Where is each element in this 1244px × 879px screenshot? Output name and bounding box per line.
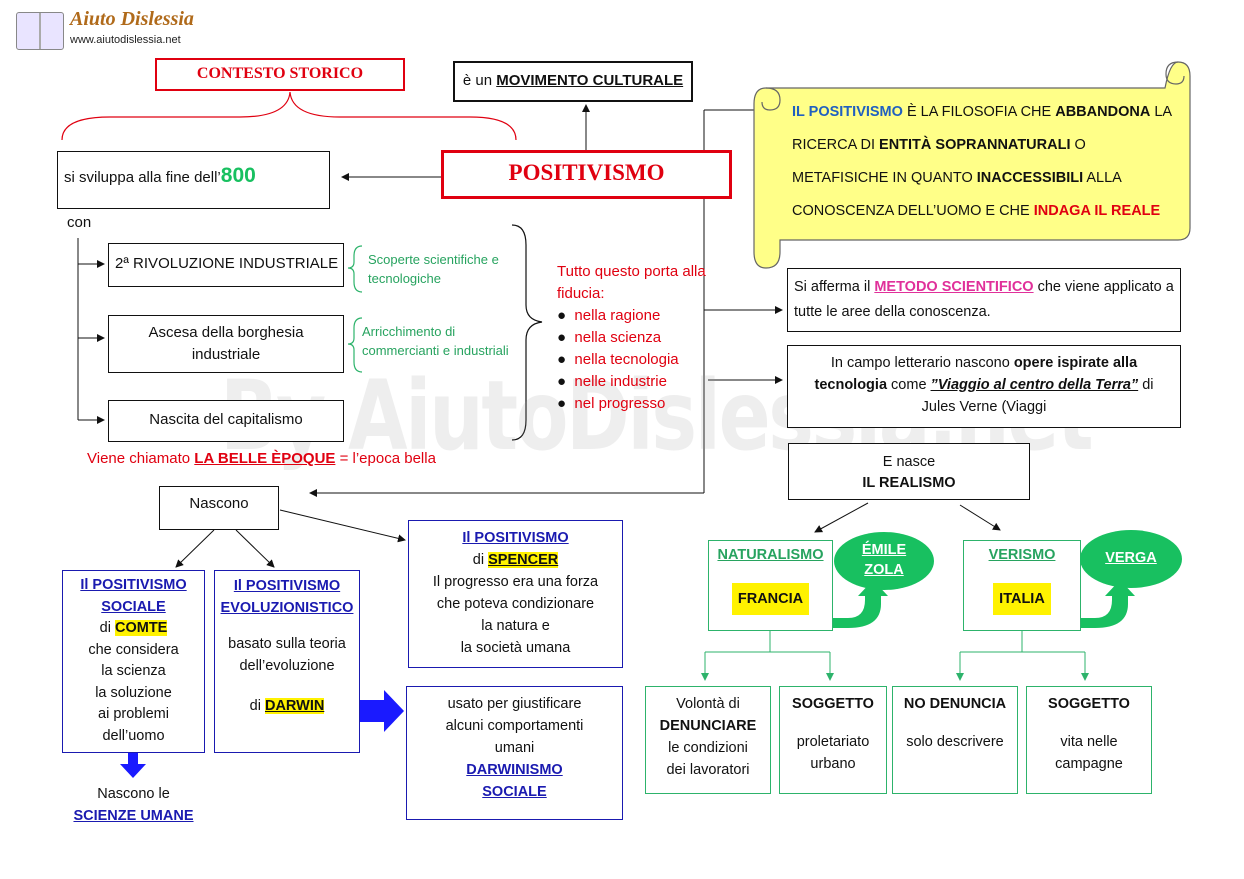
fiducia-intro: Tutto questo porta alla fiducia: (557, 263, 706, 302)
positivismo-title-box: POSITIVISMO (441, 150, 732, 199)
darwinismo-box: usato per giustificare alcuni comportame… (406, 686, 623, 820)
letteratura-box: In campo letterario nascono opere ispira… (787, 345, 1181, 428)
spencer-box: Il POSITIVISMO di SPENCER Il progresso e… (408, 520, 623, 668)
sviluppa-box: si sviluppa alla fine dell’800 (57, 151, 330, 209)
scienze-umane: Nascono le SCIENZE UMANE (73, 786, 194, 824)
contesto-storico-label: CONTESTO STORICO (196, 65, 364, 82)
fiducia-item: ● nella tecnologia (557, 351, 679, 368)
fiducia-item: ● nella ragione (557, 307, 661, 324)
verismo-box: VERISMO ITALIA (963, 540, 1081, 631)
sviluppa-800: 800 (220, 164, 256, 187)
fiducia-item: ● nelle industrie (557, 373, 667, 390)
logo-name: Aiuto Dislessia (70, 8, 194, 30)
soggetto-proletariato-box: SOGGETTO proletariato urbano (779, 686, 887, 794)
logo: Aiuto Dislessia www.aiutodislessia.net (16, 8, 206, 52)
scroll-definition: IL POSITIVISMO È LA FILOSOFIA CHE ABBAND… (792, 104, 1172, 219)
naturalismo-box: NATURALISMO FRANCIA (708, 540, 833, 631)
con-label: con (67, 214, 92, 231)
page-title: POSITIVISMO (508, 160, 665, 185)
movimento-box: è un MOVIMENTO CULTURALE (453, 61, 693, 102)
denunciare-box: Volontà di DENUNCIARE le condizioni dei … (645, 686, 771, 794)
darwin-box: Il POSITIVISMO EVOLUZIONISTICO basato su… (214, 570, 360, 753)
contesto-storico-box: CONTESTO STORICO (155, 58, 405, 91)
cause-rivoluzione: 2ª RIVOLUZIONE INDUSTRIALE (108, 243, 344, 287)
fiducia-item: ● nel progresso (557, 395, 666, 412)
movimento-pre: è un (462, 72, 493, 89)
cause-capitalismo: Nascita del capitalismo (108, 400, 344, 442)
note-scoperte: Scoperte scientifiche e tecnologiche (368, 252, 499, 286)
note-arricchimento: Arricchimento di commercianti e industri… (362, 324, 509, 358)
sviluppa-text: si sviluppa alla fine dell’ (64, 169, 221, 186)
no-denuncia-box: NO DENUNCIA solo descrivere (892, 686, 1018, 794)
cause-borghesia: Ascesa della borghesia industriale (108, 315, 344, 373)
soggetto-campagne-box: SOGGETTO vita nelle campagne (1026, 686, 1152, 794)
book-icon (16, 12, 64, 50)
logo-url: www.aiutodislessia.net (70, 34, 181, 46)
comte-box: Il POSITIVISMO SOCIALE di COMTE che cons… (62, 570, 205, 753)
realismo-box: E nasce IL REALISMO (788, 443, 1030, 500)
fiducia-item: ● nella scienza (557, 329, 662, 346)
fiducia-block: Tutto questo porta alla fiducia: ● nella… (557, 261, 707, 415)
nascono-box: Nascono (159, 486, 279, 530)
zola-oval: ÉMILE ZOLA (834, 532, 934, 590)
metodo-box: Si afferma il METODO SCIENTIFICO che vie… (787, 268, 1181, 332)
belle-epoque: Viene chiamato LA BELLE ÈPOQUE = l’epoca… (87, 450, 436, 467)
verga-oval: VERGA (1080, 530, 1182, 588)
movimento-key: MOVIMENTO CULTURALE (496, 72, 684, 89)
